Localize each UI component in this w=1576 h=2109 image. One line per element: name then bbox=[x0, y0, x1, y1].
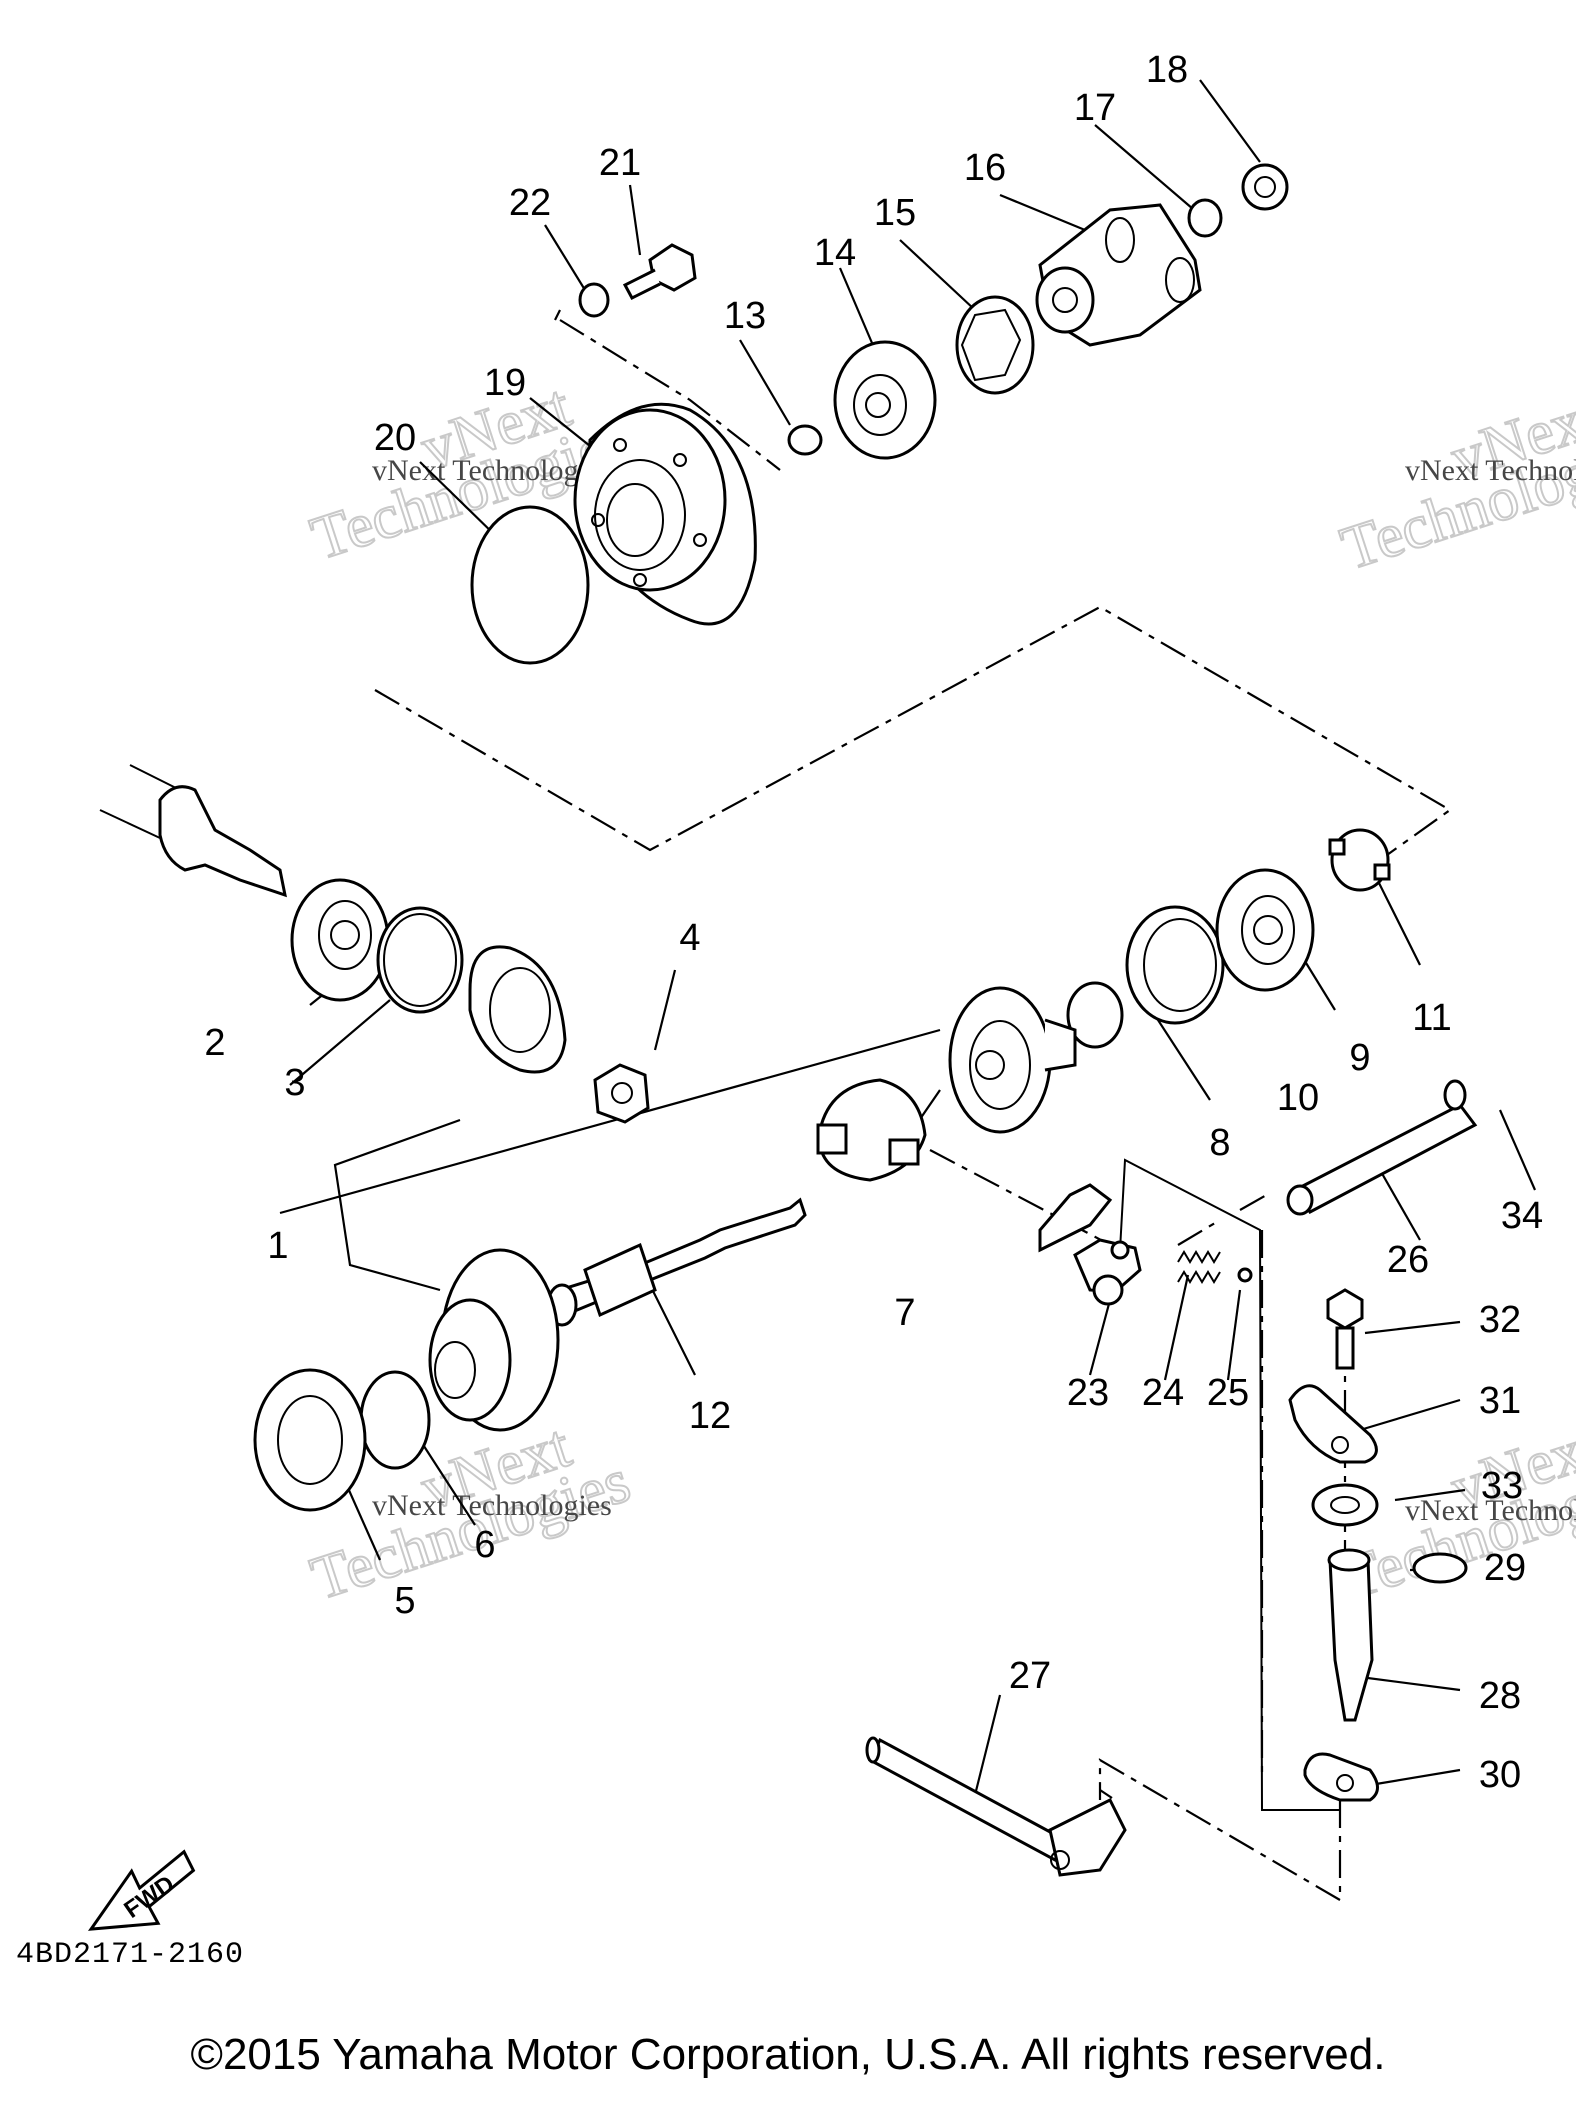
ball-part-25 bbox=[1237, 1267, 1253, 1283]
washer-part-17 bbox=[1187, 198, 1223, 238]
callout-22: 22 bbox=[509, 182, 551, 224]
shift-fork-part-23 bbox=[1038, 1183, 1142, 1306]
shift-rod-part-26 bbox=[1286, 1103, 1478, 1216]
callout-10: 10 bbox=[1277, 1077, 1319, 1119]
collar-part-10 bbox=[1125, 905, 1225, 1025]
callout-7: 7 bbox=[894, 1292, 915, 1334]
callout-34: 34 bbox=[1501, 1195, 1543, 1237]
oil-seal-part-15 bbox=[955, 295, 1035, 395]
callout-4: 4 bbox=[679, 917, 700, 959]
callout-15: 15 bbox=[874, 192, 916, 234]
washer-part-13 bbox=[787, 424, 823, 456]
callout-25: 25 bbox=[1207, 1372, 1249, 1414]
circlip-part-29 bbox=[1412, 1552, 1468, 1584]
callout-23: 23 bbox=[1067, 1372, 1109, 1414]
bolt-part-21 bbox=[622, 243, 697, 300]
bevel-gear-part-1 bbox=[468, 945, 567, 1074]
callout-3: 3 bbox=[284, 1062, 305, 1104]
o-ring-part-34 bbox=[1443, 1079, 1467, 1111]
drive-shaft-end bbox=[99, 764, 287, 898]
callout-30: 30 bbox=[1479, 1754, 1521, 1796]
bearing-part-5 bbox=[253, 1368, 367, 1512]
bearing-part-2 bbox=[290, 878, 390, 1002]
copyright-notice: ©2015 Yamaha Motor Corporation, U.S.A. A… bbox=[190, 2030, 1386, 2079]
callout-labels: 18 17 16 15 14 13 21 22 19 20 4 2 3 1 7 … bbox=[204, 49, 1543, 1796]
callout-17: 17 bbox=[1074, 87, 1116, 129]
assembly-dash-lines bbox=[374, 309, 1453, 1902]
drive-gear-assembly bbox=[948, 986, 1077, 1134]
housing-cover-part-19 bbox=[573, 402, 757, 626]
callout-18: 18 bbox=[1146, 49, 1188, 91]
watermark-top-right: vNext Technologies vNext Technologies bbox=[1332, 381, 1576, 584]
bracket-part-31 bbox=[1288, 1384, 1378, 1464]
callout-13: 13 bbox=[724, 295, 766, 337]
shim-part-3 bbox=[376, 906, 464, 1014]
callout-27: 27 bbox=[1009, 1655, 1051, 1697]
callout-26: 26 bbox=[1387, 1239, 1429, 1281]
callout-32: 32 bbox=[1479, 1299, 1521, 1341]
callout-20: 20 bbox=[374, 417, 416, 459]
washer-part-22 bbox=[578, 282, 610, 318]
callout-29: 29 bbox=[1484, 1547, 1526, 1589]
callout-9: 9 bbox=[1349, 1037, 1370, 1079]
callout-33: 33 bbox=[1481, 1465, 1523, 1507]
dog-clutch-part-7 bbox=[816, 1078, 927, 1182]
gasket-part-20 bbox=[470, 505, 590, 665]
bolt-part-32 bbox=[1326, 1288, 1364, 1370]
callout-21: 21 bbox=[599, 142, 641, 184]
callout-2: 2 bbox=[204, 1022, 225, 1064]
callout-31: 31 bbox=[1479, 1380, 1521, 1422]
callout-11: 11 bbox=[1412, 997, 1451, 1039]
yoke-part-16 bbox=[1035, 203, 1202, 347]
svg-text:vNext Technologies: vNext Technologies bbox=[1405, 454, 1576, 487]
callout-5: 5 bbox=[394, 1580, 415, 1622]
shim-part-8 bbox=[1066, 981, 1124, 1049]
fwd-arrow-icon: FWD bbox=[87, 1849, 196, 1931]
drawing-code: 4BD2171-2160 bbox=[16, 1938, 245, 1972]
pinion-gear bbox=[428, 1248, 560, 1432]
callout-28: 28 bbox=[1479, 1675, 1521, 1717]
exploded-parts-diagram: vNext Technologies vNext Technologies vN… bbox=[87, 49, 1576, 1931]
callout-14: 14 bbox=[814, 232, 856, 274]
bearing-part-9 bbox=[1215, 868, 1315, 992]
callout-6: 6 bbox=[474, 1524, 495, 1566]
callout-24: 24 bbox=[1142, 1372, 1184, 1414]
callout-16: 16 bbox=[964, 147, 1006, 189]
spring-part-24 bbox=[1177, 1250, 1221, 1284]
leader-lines bbox=[279, 79, 1537, 1796]
shift-lever-part-27 bbox=[865, 1736, 1127, 1877]
svg-text:vNext Technologies: vNext Technologies bbox=[1405, 1494, 1576, 1527]
shim-part-6 bbox=[359, 1370, 431, 1470]
gear-shaft-part-12 bbox=[546, 1197, 807, 1327]
callout-8: 8 bbox=[1209, 1122, 1230, 1164]
retainer-part-11 bbox=[1328, 828, 1391, 892]
parts: FWD bbox=[87, 163, 1478, 1931]
callout-1: 1 bbox=[267, 1225, 288, 1267]
seal-part-33 bbox=[1311, 1483, 1379, 1527]
callout-19: 19 bbox=[484, 362, 526, 404]
plate-part-30 bbox=[1303, 1752, 1379, 1802]
nut-part-18 bbox=[1241, 163, 1289, 211]
nut-part-4 bbox=[593, 1063, 650, 1124]
shift-shaft-part-28 bbox=[1327, 1548, 1374, 1722]
svg-text:vNext Technologies: vNext Technologies bbox=[372, 1489, 612, 1522]
callout-12: 12 bbox=[689, 1395, 731, 1437]
svg-text:vNext Technologies: vNext Technologies bbox=[372, 454, 612, 487]
bearing-part-14 bbox=[833, 340, 937, 460]
